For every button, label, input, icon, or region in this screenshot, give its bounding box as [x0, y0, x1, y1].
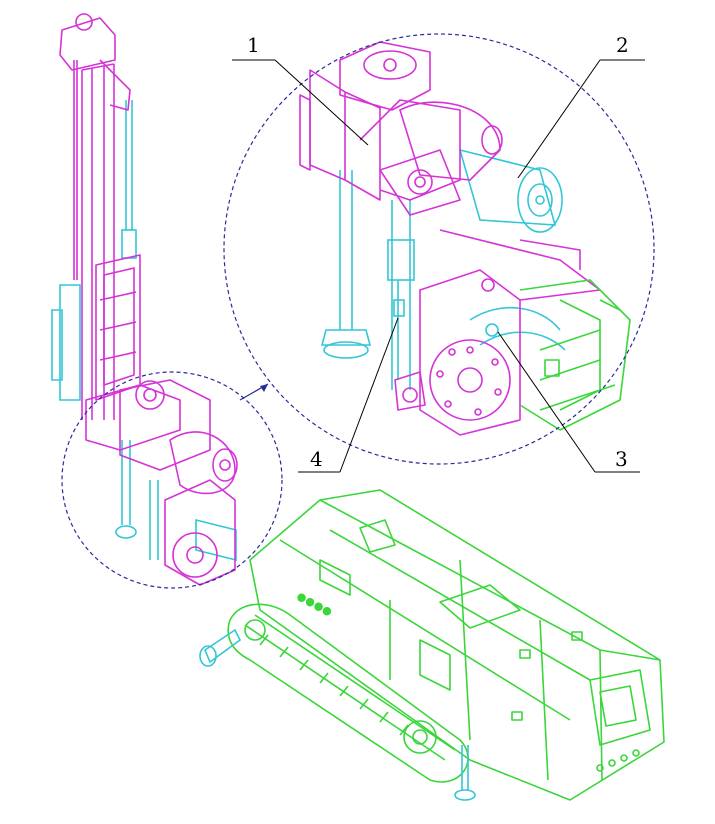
- callout-4-leader: [339, 317, 399, 473]
- callout-3-leader: [497, 331, 596, 473]
- detail-connector-arrowhead: [260, 384, 268, 392]
- detail-view: [299, 41, 631, 436]
- callout-3-label: 3: [615, 447, 628, 471]
- callout-leaders: [232, 59, 645, 473]
- mast-assembly: [59, 13, 238, 586]
- magnified-detail-circle: [223, 33, 655, 465]
- crawler-carrier: [227, 489, 665, 801]
- callout-4-label: 4: [310, 447, 323, 471]
- carrier-badge: ●●●●: [295, 589, 335, 619]
- callout-1-leader: [274, 59, 369, 146]
- callout-1-label: 1: [247, 33, 260, 57]
- callout-2-leader: [517, 59, 601, 179]
- hydraulic-components: [51, 100, 476, 801]
- source-detail-circle: [61, 371, 283, 589]
- callout-2-label: 2: [616, 33, 629, 57]
